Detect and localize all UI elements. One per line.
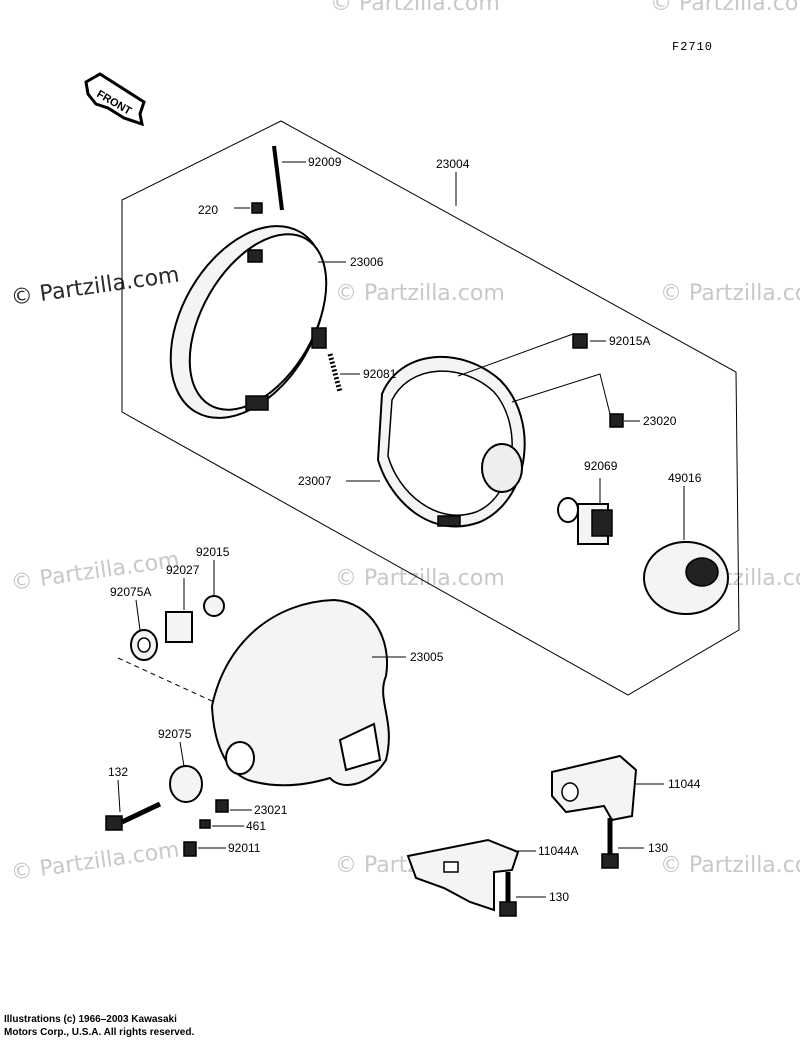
leader-line [511, 373, 611, 415]
screw-icon [234, 202, 263, 214]
figure-code: F2710 [672, 40, 714, 54]
part-label-23005[interactable]: 23005 [410, 650, 444, 664]
watermark-text: © Partzilla.com [650, 0, 800, 16]
front-arrow-icon: FRONT [84, 72, 146, 127]
part-label-49016[interactable]: 49016 [668, 471, 702, 485]
bolt-icon [105, 801, 162, 831]
spring-icon [327, 353, 343, 393]
part-label-92011[interactable]: 92011 [228, 841, 261, 855]
part-label-23007[interactable]: 23007 [298, 474, 332, 488]
part-label-23006[interactable]: 23006 [350, 255, 384, 269]
part-labels: 92009 23004 220 23006 92015A 92081 23020… [108, 155, 702, 904]
clip-icon [199, 819, 211, 829]
part-label-130-upper[interactable]: 130 [648, 841, 668, 855]
bracket-icon [406, 838, 520, 912]
part-label-92027[interactable]: 92027 [166, 563, 200, 577]
part-label-92015[interactable]: 92015 [196, 545, 230, 559]
collar-icon [165, 611, 193, 643]
part-label-130-lower[interactable]: 130 [549, 890, 569, 904]
clip-icon [215, 799, 229, 813]
part-label-92075[interactable]: 92075 [158, 727, 192, 741]
part-label-11044a[interactable]: 11044A [538, 844, 578, 858]
watermark-text: © Partzilla.com [660, 281, 800, 306]
part-label-92069[interactable]: 92069 [584, 459, 618, 473]
part-label-132[interactable]: 132 [108, 765, 128, 779]
headlight-housing [210, 598, 390, 787]
grommet-icon [130, 629, 158, 661]
part-label-461[interactable]: 461 [246, 819, 266, 833]
copyright-notice: Illustrations (c) 1966–2003 Kawasaki Mot… [4, 1014, 195, 1038]
part-label-92009[interactable]: 92009 [308, 155, 342, 169]
headlight-rim [169, 225, 328, 419]
watermark-text: © Partzilla.com [335, 281, 505, 306]
nut-icon [203, 595, 225, 617]
part-label-220[interactable]: 220 [198, 203, 218, 217]
dashed-line [117, 657, 215, 703]
part-label-23004[interactable]: 23004 [436, 157, 470, 171]
watermark-text: © Partzilla.com [330, 0, 500, 16]
watermark-text: © Partzilla.com [9, 838, 181, 886]
nut-icon [609, 413, 624, 428]
watermark-text: © Partzilla.com [660, 853, 800, 878]
part-label-92081[interactable]: 92081 [363, 367, 397, 381]
screw-icon [183, 841, 197, 857]
bracket-icon [551, 754, 638, 822]
part-label-92015a[interactable]: 92015A [609, 334, 650, 348]
watermark-text: © Partzilla.com [9, 263, 181, 311]
grommet-icon [169, 765, 203, 803]
watermark-text: © Partzilla.com [9, 548, 181, 596]
part-label-23021[interactable]: 23021 [254, 803, 288, 817]
leader-lines [117, 161, 685, 898]
bolt-icon [601, 818, 619, 869]
headlight-reflector [376, 356, 526, 528]
bolt-icon [499, 872, 517, 917]
bulb-icon [557, 497, 613, 545]
dust-cover-icon [643, 541, 729, 615]
leader-line [457, 333, 574, 377]
assembly-outline [121, 120, 740, 696]
part-label-11044[interactable]: 11044 [668, 777, 701, 791]
nut-icon [572, 333, 588, 349]
part-label-23020[interactable]: 23020 [643, 414, 677, 428]
part-label-92075a[interactable]: 92075A [110, 585, 151, 599]
adjusting-screw-icon [272, 145, 284, 211]
